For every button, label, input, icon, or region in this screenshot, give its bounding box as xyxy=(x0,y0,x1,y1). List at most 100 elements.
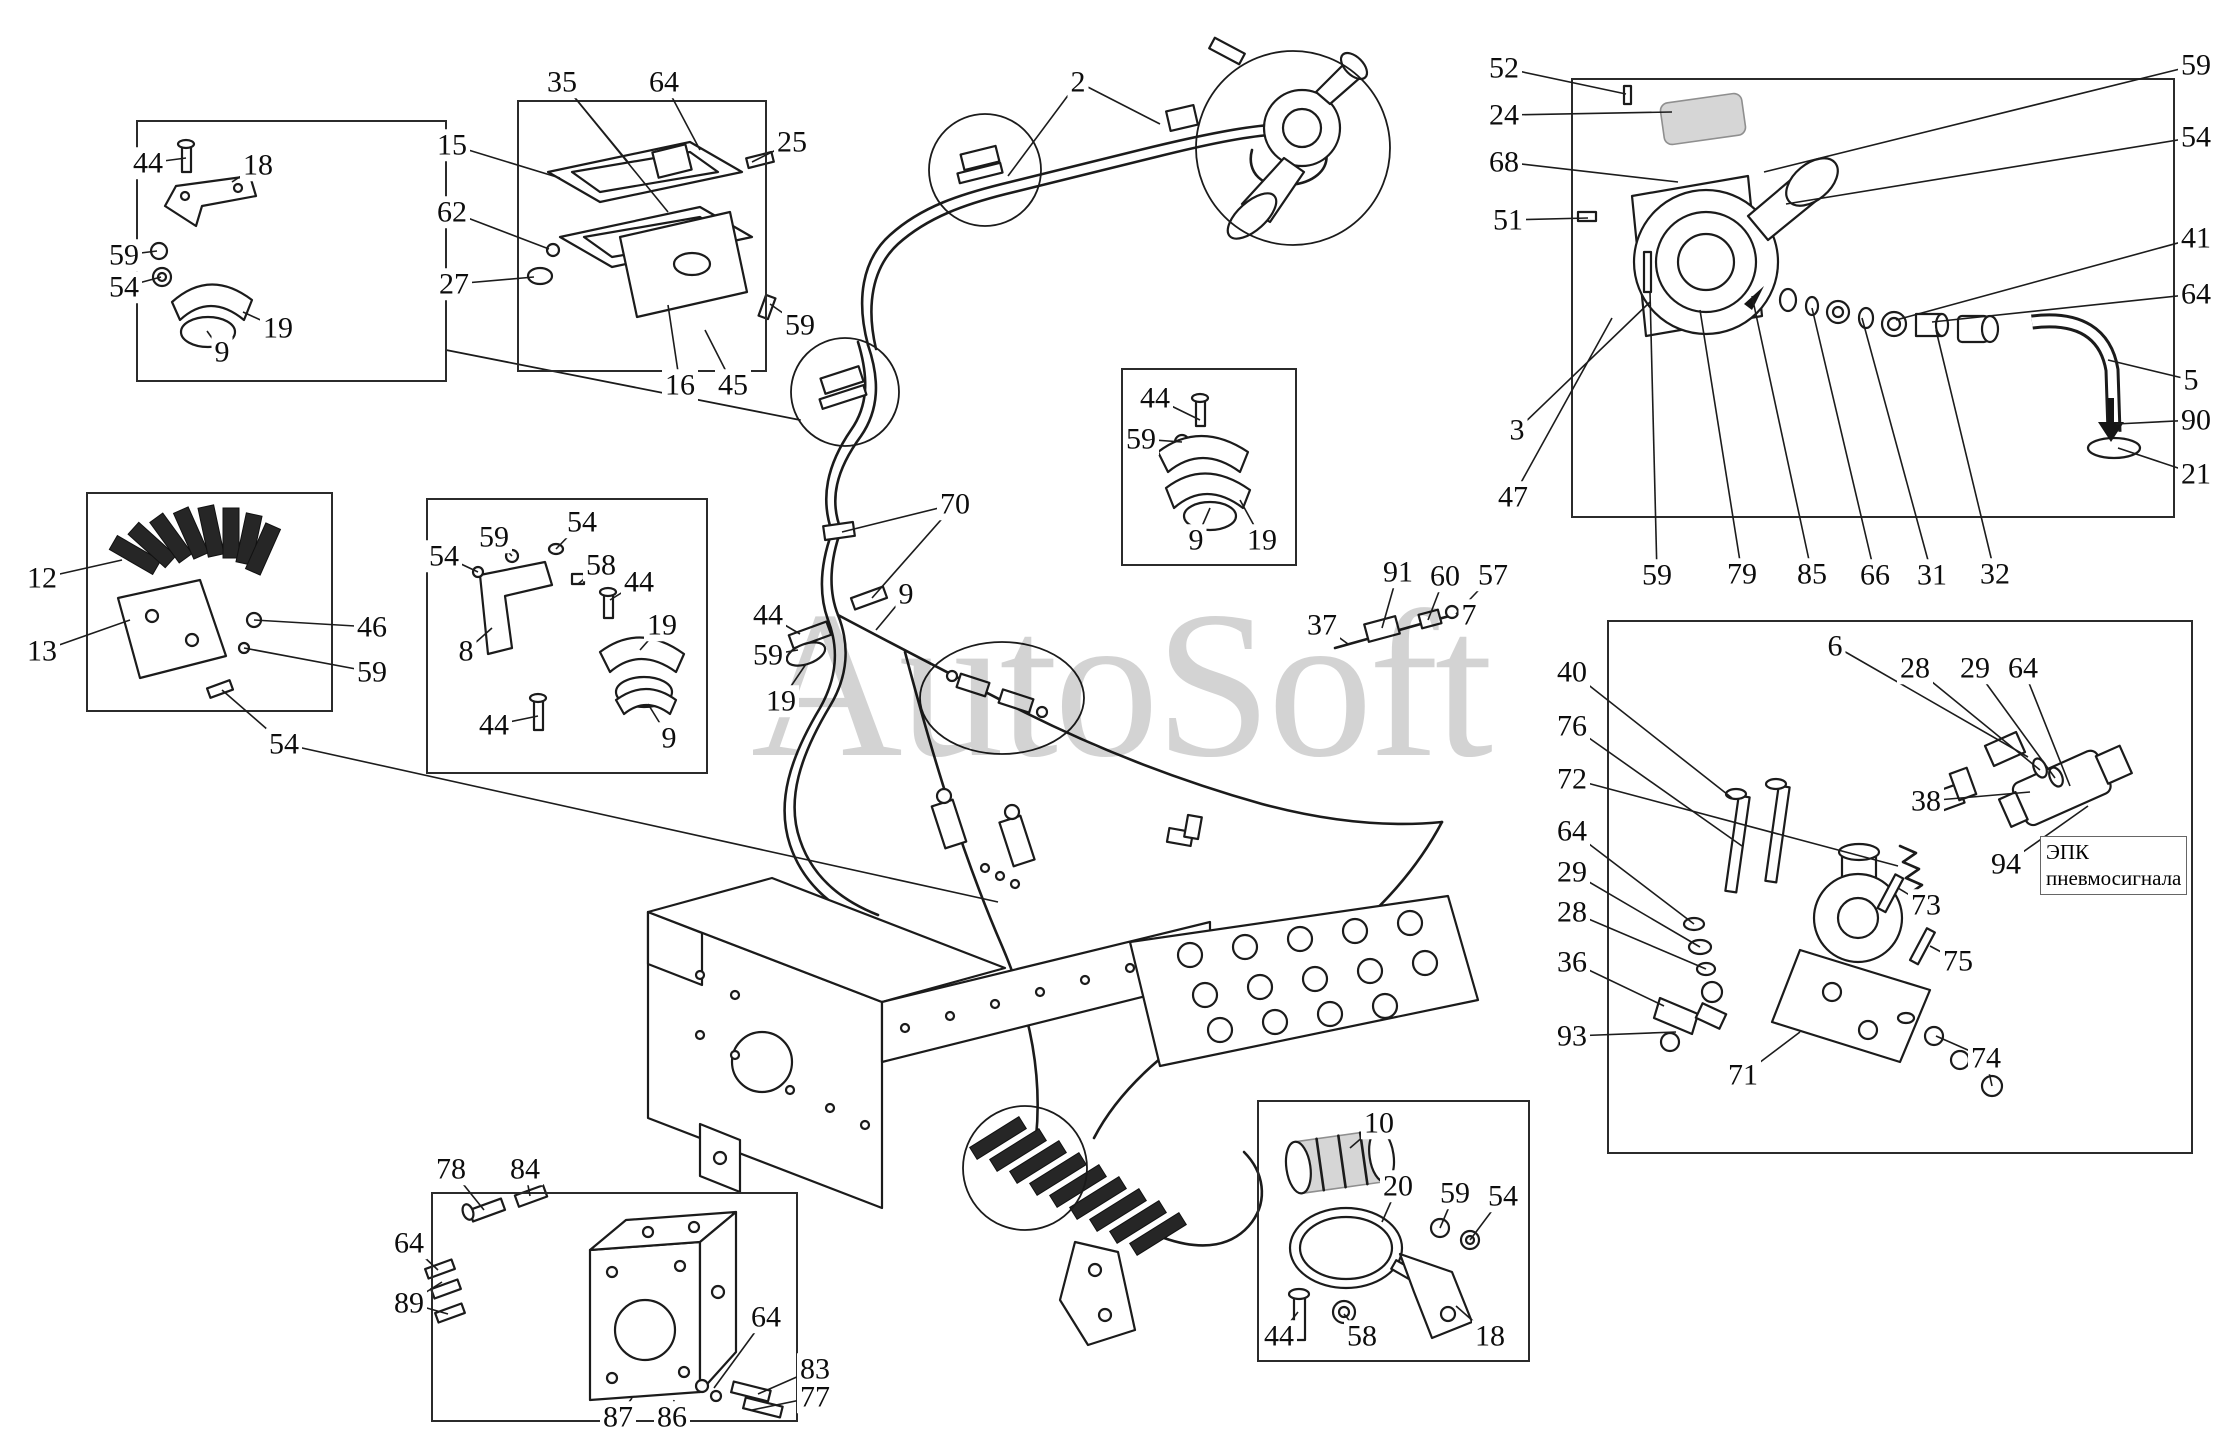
callout-10: 10 xyxy=(1361,1107,1397,1139)
callout-89: 89 xyxy=(391,1287,427,1319)
callout-7: 7 xyxy=(1458,599,1480,631)
callout-59: 59 xyxy=(354,656,390,688)
callout-71: 71 xyxy=(1725,1059,1761,1091)
callout-51: 51 xyxy=(1490,204,1526,236)
callout-59: 59 xyxy=(2178,49,2214,81)
callout-19: 19 xyxy=(1244,524,1280,556)
magnifier-circles xyxy=(790,50,1391,1231)
callout-76: 76 xyxy=(1554,710,1590,742)
callout-72: 72 xyxy=(1554,763,1590,795)
detail-box-3 xyxy=(1121,368,1297,566)
callout-37: 37 xyxy=(1304,609,1340,641)
callout-54: 54 xyxy=(1485,1180,1521,1212)
callout-41: 41 xyxy=(2178,222,2214,254)
detail-box-8 xyxy=(1257,1100,1530,1362)
callout-59: 59 xyxy=(1437,1177,1473,1209)
callout-24: 24 xyxy=(1486,99,1522,131)
callout-19: 19 xyxy=(644,609,680,641)
callout-64: 64 xyxy=(1554,815,1590,847)
callout-59: 59 xyxy=(750,639,786,671)
callout-52: 52 xyxy=(1486,52,1522,84)
air-horn-assembly xyxy=(1165,36,1369,240)
callout-93: 93 xyxy=(1554,1020,1590,1052)
callout-54: 54 xyxy=(2178,121,2214,153)
callout-86: 86 xyxy=(654,1401,690,1433)
callout-44: 44 xyxy=(130,147,166,179)
callout-38: 38 xyxy=(1908,785,1944,817)
callout-15: 15 xyxy=(434,129,470,161)
callout-5: 5 xyxy=(2180,364,2202,396)
callout-12: 12 xyxy=(24,562,60,594)
epk-pneumosignal-label: ЭПК пневмосигнала xyxy=(2040,836,2188,895)
callout-77: 77 xyxy=(797,1381,833,1413)
callout-54: 54 xyxy=(106,271,142,303)
callout-54: 54 xyxy=(564,506,600,538)
callout-20: 20 xyxy=(1380,1170,1416,1202)
callout-94: 94 xyxy=(1988,848,2024,880)
callout-35: 35 xyxy=(544,66,580,98)
callout-9: 9 xyxy=(658,722,680,754)
callout-73: 73 xyxy=(1908,889,1944,921)
callout-9: 9 xyxy=(1185,524,1207,556)
callout-59: 59 xyxy=(782,309,818,341)
callout-29: 29 xyxy=(1554,856,1590,888)
callout-64: 64 xyxy=(646,66,682,98)
callout-68: 68 xyxy=(1486,146,1522,178)
callout-45: 45 xyxy=(715,369,751,401)
callout-59: 59 xyxy=(1639,559,1675,591)
detail-box-4 xyxy=(1571,78,2175,518)
step-plate xyxy=(1128,894,1480,1068)
hose-clamp-parts xyxy=(1284,1128,1481,1342)
callout-19: 19 xyxy=(763,685,799,717)
callout-6: 6 xyxy=(1824,630,1846,662)
callout-58: 58 xyxy=(1344,1320,1380,1352)
callout-59: 59 xyxy=(476,521,512,553)
callout-64: 64 xyxy=(748,1301,784,1333)
detail-box-2 xyxy=(517,100,767,372)
valve-fittings-center xyxy=(930,669,1203,890)
callout-47: 47 xyxy=(1495,481,1531,513)
callout-64: 64 xyxy=(2005,652,2041,684)
detail-box-9 xyxy=(431,1192,798,1422)
callout-70: 70 xyxy=(937,488,973,520)
callout-44: 44 xyxy=(1261,1320,1297,1352)
callout-29: 29 xyxy=(1957,652,1993,684)
callout-58: 58 xyxy=(583,549,619,581)
callout-16: 16 xyxy=(662,369,698,401)
air-pipes xyxy=(445,122,1444,1247)
corrugated-hose xyxy=(108,504,282,576)
callout-62: 62 xyxy=(434,196,470,228)
frame-bracket xyxy=(646,876,1212,1210)
callout-18: 18 xyxy=(1472,1320,1508,1352)
callout-85: 85 xyxy=(1794,558,1830,590)
callout-74: 74 xyxy=(1968,1042,2004,1074)
callout-64: 64 xyxy=(2178,278,2214,310)
bracket-clamp-parts-3 xyxy=(471,542,686,732)
callout-64: 64 xyxy=(391,1227,427,1259)
callout-46: 46 xyxy=(354,611,390,643)
callout-9: 9 xyxy=(211,336,233,368)
callout-79: 79 xyxy=(1724,558,1760,590)
callout-28: 28 xyxy=(1897,652,1933,684)
detail-box-5 xyxy=(86,492,333,712)
valve-rod-assembly xyxy=(1333,602,1480,650)
callout-44: 44 xyxy=(476,709,512,741)
callout-40: 40 xyxy=(1554,656,1590,688)
callout-84: 84 xyxy=(507,1153,543,1185)
callout-59: 59 xyxy=(106,239,142,271)
callout-90: 90 xyxy=(2178,404,2214,436)
callout-8: 8 xyxy=(455,635,477,667)
callout-44: 44 xyxy=(1137,382,1173,414)
callout-44: 44 xyxy=(621,566,657,598)
callout-59: 59 xyxy=(1123,423,1159,455)
callout-3: 3 xyxy=(1506,414,1528,446)
callout-60: 60 xyxy=(1427,560,1463,592)
callout-36: 36 xyxy=(1554,946,1590,978)
callout-91: 91 xyxy=(1380,556,1416,588)
callout-54: 54 xyxy=(426,540,462,572)
callout-57: 57 xyxy=(1475,559,1511,591)
callout-9: 9 xyxy=(895,578,917,610)
callout-31: 31 xyxy=(1914,559,1950,591)
